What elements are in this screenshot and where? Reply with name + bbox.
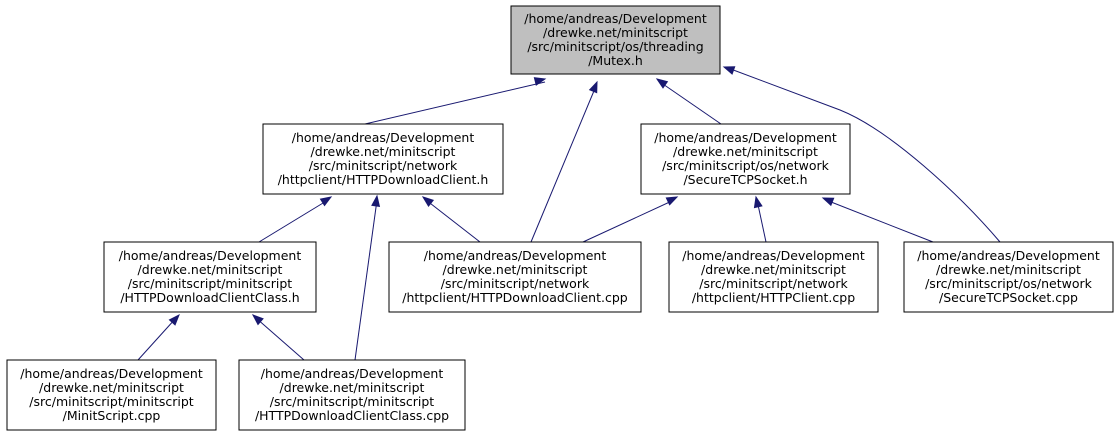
edge-line (258, 199, 329, 243)
node-label-line: /HTTPDownloadClientClass.cpp (255, 408, 449, 423)
edge-securetcpsocket_h-to-mutex_h (655, 78, 722, 125)
node-label-line: /httpclient/HTTPDownloadClient.cpp (402, 290, 628, 305)
edge-line (425, 199, 481, 243)
node-label-line: /src/minitscript/os/network (662, 158, 830, 173)
node-label-line: /drewke.net/minitscript (138, 262, 283, 277)
edge-httpdownloadclient_cpp-to-mutex_h (530, 80, 598, 243)
node-label-line: /src/minitscript/os/network (925, 276, 1093, 291)
node-label-line: /httpclient/HTTPDownloadClient.h (278, 172, 489, 187)
node-box (262, 123, 504, 195)
node-httpclient-cpp[interactable]: /home/andreas/Development/drewke.net/min… (668, 241, 879, 313)
node-label-line: /drewke.net/minitscript (280, 380, 425, 395)
node-label-line: /Mutex.h (588, 53, 643, 68)
node-box (640, 123, 851, 195)
edge-arrowhead (533, 77, 547, 86)
node-box (103, 241, 317, 313)
node-label-line: /drewke.net/minitscript (543, 25, 688, 40)
node-box (6, 359, 217, 431)
node-label-line: /src/minitscript/minitscript (29, 394, 194, 409)
node-label-line: /src/minitscript/os/threading (527, 39, 703, 54)
edge-httpdownloadclient_cpp-to-securetcpsocket_h (582, 196, 679, 243)
node-label-line: /src/minitscript/minitscript (270, 394, 435, 409)
edge-line (255, 317, 305, 361)
edge-line (137, 317, 177, 361)
edge-arrowhead (665, 196, 679, 206)
node-label-line: /drewke.net/minitscript (701, 262, 846, 277)
node-httpdownloadclient-cpp[interactable]: /home/andreas/Development/drewke.net/min… (388, 241, 642, 313)
edge-arrowhead (821, 197, 835, 207)
edge-arrowhead (371, 194, 381, 208)
node-label-line: /src/minitscript/minitscript (128, 276, 293, 291)
edge-arrowhead (722, 66, 736, 75)
node-label-line: /drewke.net/minitscript (39, 380, 184, 395)
edge-line (530, 85, 597, 243)
node-box (668, 241, 879, 313)
node-label-line: /drewke.net/minitscript (673, 144, 818, 159)
edges-layer (137, 66, 1001, 361)
node-label-line: /home/andreas/Development (119, 248, 302, 263)
edge-httpclient_cpp-to-securetcpsocket_h (753, 195, 767, 243)
node-label-line: /HTTPDownloadClientClass.h (120, 290, 299, 305)
edge-httpdownloadclient_cpp-to-httpdownloadclient_h (421, 196, 481, 243)
node-securetcpsocket-cpp[interactable]: /home/andreas/Development/drewke.net/min… (903, 241, 1114, 313)
node-label-line: /MinitScript.cpp (63, 408, 161, 423)
edge-httpdownloadclientclass_cpp-to-httpdownloadclientclass_h (251, 314, 305, 361)
edge-arrowhead (251, 314, 264, 326)
edge-httpdownloadclientclass_cpp-to-httpdownloadclient_h (354, 194, 381, 361)
node-label-line: /home/andreas/Development (261, 366, 444, 381)
edge-line (659, 81, 722, 125)
edge-arrowhead (655, 78, 669, 89)
node-label-line: /SecureTCPSocket.h (683, 172, 807, 187)
edge-line (582, 199, 675, 243)
node-label-line: /src/minitscript/network (309, 158, 458, 173)
node-box (903, 241, 1114, 313)
node-httpdownloadclientclass-h[interactable]: /home/andreas/Development/drewke.net/min… (103, 241, 317, 313)
edge-securetcpsocket_cpp-to-securetcpsocket_h (821, 197, 934, 243)
nodes-layer: /home/andreas/Development/drewke.net/min… (6, 5, 1114, 431)
node-httpdownloadclientclass-cpp[interactable]: /home/andreas/Development/drewke.net/min… (238, 359, 466, 431)
node-label-line: /SecureTCPSocket.cpp (939, 290, 1078, 305)
node-box (238, 359, 466, 431)
node-label-line: /src/minitscript/network (699, 276, 848, 291)
node-label-line: /home/andreas/Development (654, 130, 837, 145)
node-label-line: /home/andreas/Development (20, 366, 203, 381)
edge-httpdownloadclient_h-to-mutex_h (364, 77, 547, 125)
edge-securetcpsocket_cpp-to-mutex_h (722, 66, 1001, 243)
node-label-line: /src/minitscript/network (441, 276, 590, 291)
node-securetcpsocket-h[interactable]: /home/andreas/Development/drewke.net/min… (640, 123, 851, 195)
edge-line (364, 81, 546, 125)
edge-arrowhead (588, 80, 598, 94)
node-label-line: /httpclient/HTTPClient.cpp (692, 290, 855, 305)
edge-arrowhead (753, 195, 763, 209)
edge-minitscript_cpp-to-httpdownloadclientclass_h (137, 313, 180, 361)
edge-line (825, 199, 934, 243)
node-box (388, 241, 642, 313)
edge-arrowhead (421, 196, 435, 208)
node-label-line: /drewke.net/minitscript (936, 262, 1081, 277)
node-minitscript-cpp[interactable]: /home/andreas/Development/drewke.net/min… (6, 359, 217, 431)
node-label-line: /home/andreas/Development (424, 248, 607, 263)
node-label-line: /home/andreas/Development (292, 130, 475, 145)
edge-arrowhead (168, 313, 180, 326)
node-label-line: /drewke.net/minitscript (311, 144, 456, 159)
node-httpdownloadclient-h[interactable]: /home/andreas/Development/drewke.net/min… (262, 123, 504, 195)
node-label-line: /home/andreas/Development (524, 11, 707, 26)
node-box (510, 5, 721, 75)
edge-httpdownloadclientclass_h-to-httpdownloadclient_h (258, 196, 333, 243)
node-label-line: /home/andreas/Development (682, 248, 865, 263)
edge-arrowhead (319, 196, 333, 207)
node-label-line: /drewke.net/minitscript (443, 262, 588, 277)
edge-line (727, 67, 1001, 243)
edge-line (354, 199, 378, 361)
node-mutex-h[interactable]: /home/andreas/Development/drewke.net/min… (510, 5, 721, 75)
node-label-line: /home/andreas/Development (917, 248, 1100, 263)
